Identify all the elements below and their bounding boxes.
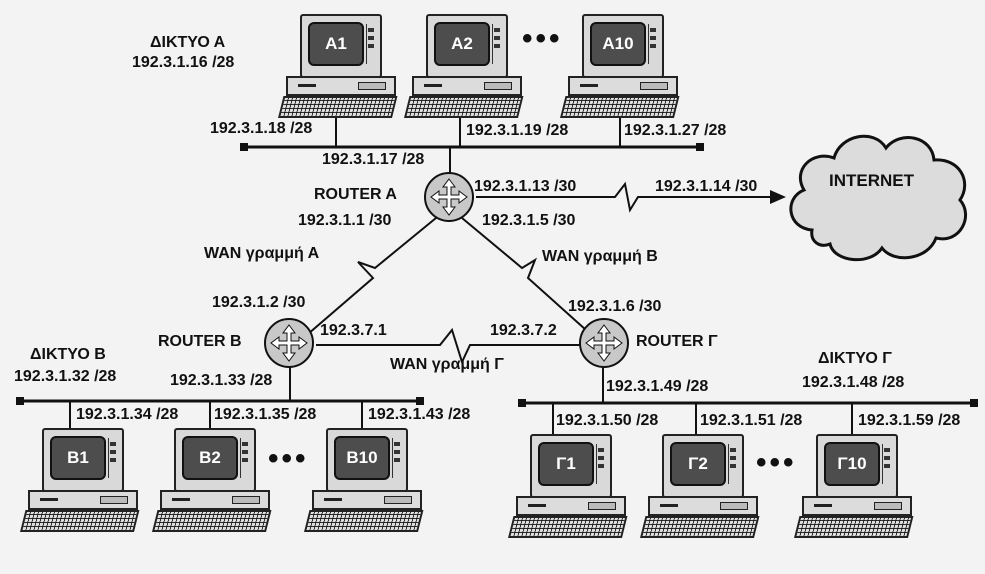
network-g-subnet: 192.3.1.48 /28 — [802, 374, 905, 391]
computer-g10-label: Γ10 — [837, 454, 867, 473]
computer-b10[interactable]: B10 — [304, 428, 424, 532]
router-b-icon — [264, 318, 314, 368]
addr-b-host10: 192.3.1.43 /28 — [368, 406, 471, 423]
wan-line-a — [307, 217, 437, 335]
computer-a2[interactable]: A2 — [404, 14, 524, 118]
computer-a10[interactable]: A10 — [560, 14, 680, 118]
computer-g2-label: Γ2 — [688, 454, 708, 473]
wan-b-label: WAN γραμμή Β — [542, 248, 658, 265]
internet-cloud-icon — [789, 134, 967, 262]
network-b-name: ΔΙΚΤΥΟ Β — [30, 346, 106, 363]
lan-g-terminator-right — [970, 399, 978, 407]
addr-b-wan-a: 192.3.1.2 /30 — [212, 294, 306, 311]
internet-label: INTERNET — [829, 171, 914, 190]
network-a-subnet: 192.3.1.16 /28 — [132, 54, 235, 71]
computer-a1-label: A1 — [325, 34, 347, 53]
addr-a-wan-b: 192.3.1.5 /30 — [482, 212, 576, 229]
router-a-icon — [424, 172, 474, 222]
addr-a-host10: 192.3.1.27 /28 — [624, 122, 727, 139]
router-b-label: ROUTER B — [158, 333, 242, 350]
computer-b2[interactable]: B2 — [152, 428, 272, 532]
ellipsis-b: ••• — [268, 442, 309, 475]
computer-b2-label: B2 — [199, 448, 221, 467]
addr-a-lan: 192.3.1.17 /28 — [322, 151, 425, 168]
computer-a10-label: A10 — [602, 34, 634, 53]
addr-b-host1: 192.3.1.34 /28 — [76, 406, 179, 423]
computer-g1-label: Γ1 — [556, 454, 576, 473]
addr-a-host2: 192.3.1.19 /28 — [466, 122, 569, 139]
addr-g-wan-g: 192.3.7.2 — [490, 322, 557, 339]
addr-a-host1: 192.3.1.18 /28 — [210, 120, 313, 137]
computer-a1[interactable]: A1 — [278, 14, 398, 118]
router-g-label: ROUTER Γ — [636, 333, 718, 350]
addr-g-host2: 192.3.1.51 /28 — [700, 412, 803, 429]
addr-g-host10: 192.3.1.59 /28 — [858, 412, 961, 429]
lan-b-terminator-right — [416, 397, 424, 405]
ellipsis-g: ••• — [756, 446, 797, 479]
computer-g1[interactable]: Γ1 — [508, 434, 628, 538]
computer-g10[interactable]: Γ10 — [794, 434, 914, 538]
computer-b1[interactable]: B1 — [20, 428, 140, 532]
wan-line-g — [316, 327, 582, 365]
addr-g-lan: 192.3.1.49 /28 — [606, 378, 709, 395]
computer-b10-label: B10 — [346, 448, 378, 467]
network-g-name: ΔΙΚΤΥΟ Γ — [818, 350, 892, 367]
addr-a-wan-a: 192.3.1.1 /30 — [298, 212, 392, 229]
addr-g-host1: 192.3.1.50 /28 — [556, 412, 659, 429]
lan-b-terminator-left — [16, 397, 24, 405]
addr-b-host2: 192.3.1.35 /28 — [214, 406, 317, 423]
internet-link — [476, 181, 775, 213]
wan-g-label: WAN γραμμή Γ — [390, 356, 504, 373]
computer-b1-label: B1 — [67, 448, 89, 467]
ellipsis-a: ••• — [522, 22, 563, 55]
internet-arrowhead — [770, 190, 786, 204]
wan-a-label: WAN γραμμή Α — [204, 245, 320, 262]
router-a-label: ROUTER A — [314, 186, 397, 203]
addr-a-inet: 192.3.1.13 /30 — [474, 178, 577, 195]
network-b-subnet: 192.3.1.32 /28 — [14, 368, 117, 385]
addr-b-wan-g: 192.3.7.1 — [320, 322, 387, 339]
wan-line-b — [461, 217, 587, 331]
lan-a-terminator-right — [696, 143, 704, 151]
network-a-name: ΔΙΚΤΥΟ Α — [150, 34, 226, 51]
router-g-icon — [579, 318, 629, 368]
lan-a-terminator-left — [240, 143, 248, 151]
computer-g2[interactable]: Γ2 — [640, 434, 760, 538]
lan-g-terminator-left — [518, 399, 526, 407]
addr-b-lan: 192.3.1.33 /28 — [170, 372, 273, 389]
computer-a2-label: A2 — [451, 34, 473, 53]
addr-g-wan-b: 192.3.1.6 /30 — [568, 298, 662, 315]
addr-inet-side: 192.3.1.14 /30 — [655, 178, 758, 195]
